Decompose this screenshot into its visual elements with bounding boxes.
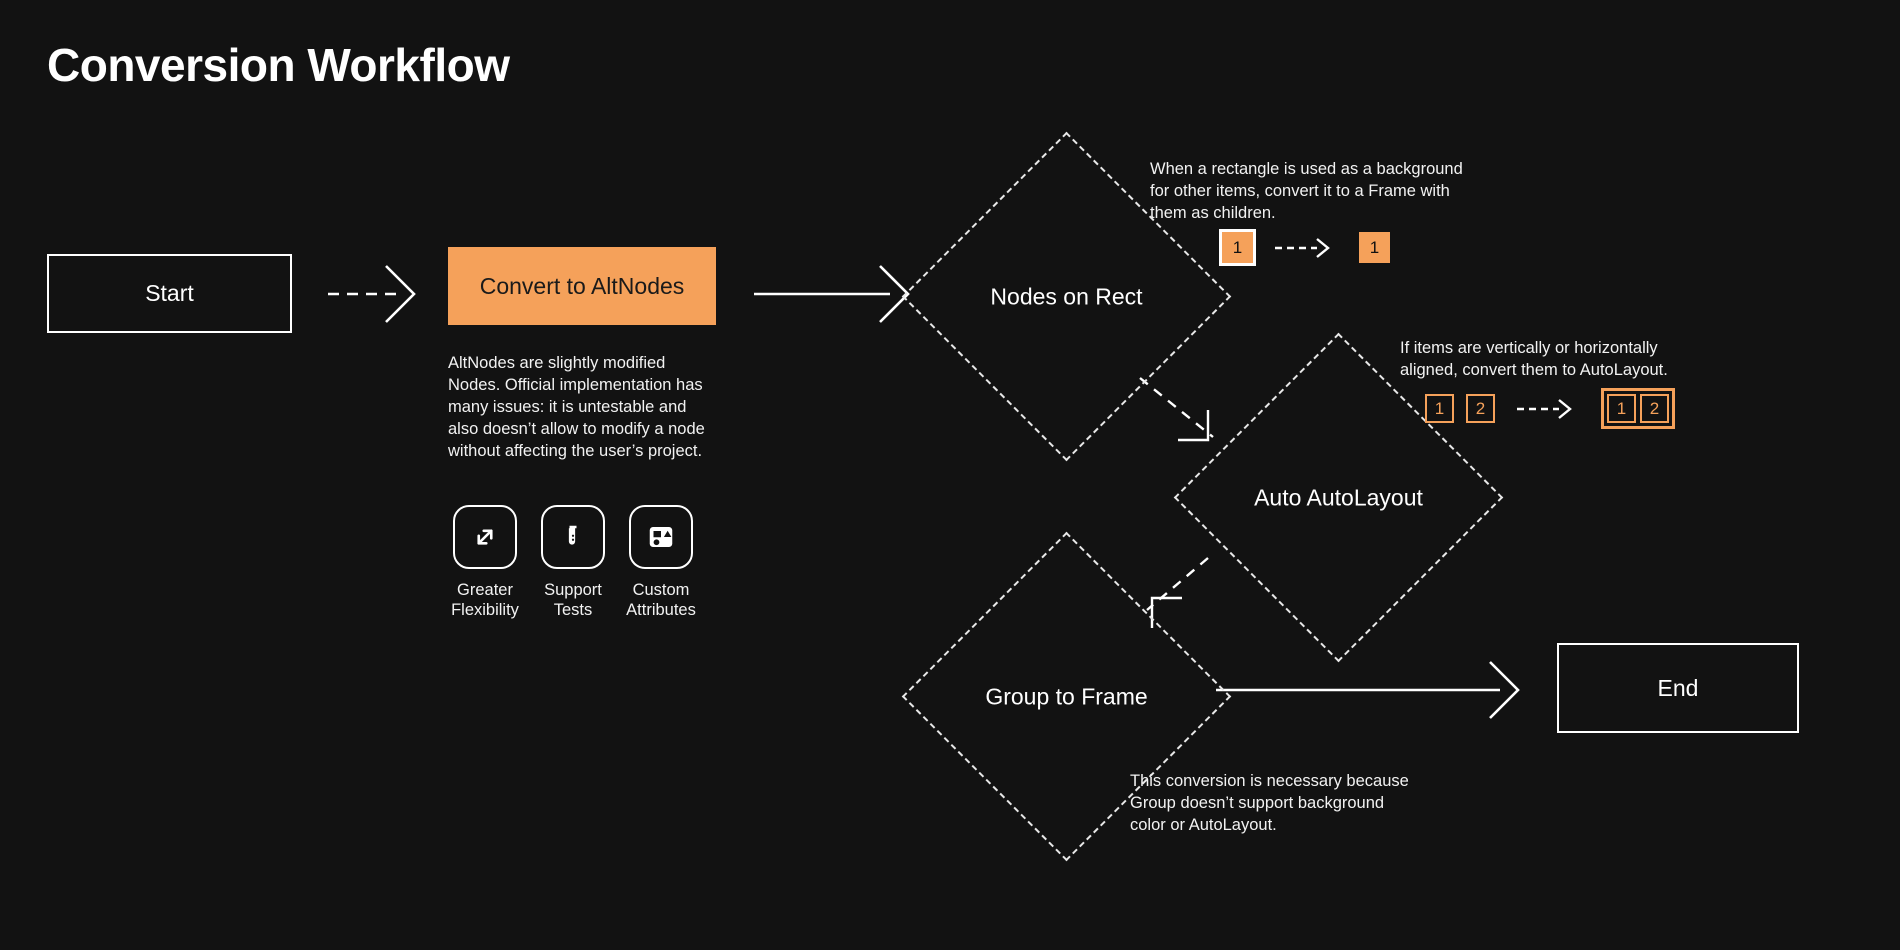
mini-arrow-icon — [1517, 398, 1572, 419]
test-tube-icon — [541, 505, 605, 569]
feature-label: Support Tests — [544, 581, 602, 619]
connector-start-to-convert — [328, 265, 416, 323]
node-auto-autolayout-label: Auto AutoLayout — [1254, 484, 1423, 510]
badge-before-1: 1 — [1425, 394, 1454, 423]
node-convert-label: Convert to AltNodes — [479, 272, 685, 299]
node-end-label: End — [1657, 674, 1699, 701]
connector-grouptoframe-to-end — [1216, 661, 1520, 719]
note-altnodes: AltNodes are slightly modified Nodes. Of… — [448, 354, 705, 460]
feature-label: Custom Attributes — [626, 581, 696, 619]
node-start[interactable]: Start — [47, 254, 292, 333]
feature-label: Greater Flexibility — [451, 581, 519, 619]
node-convert-to-altnodes[interactable]: Convert to AltNodes — [448, 247, 716, 325]
custom-shapes-icon — [629, 505, 693, 569]
badge-after-group: 1 2 — [1601, 388, 1675, 429]
badge-after-1: 1 — [1607, 394, 1636, 423]
feature-custom-attributes[interactable]: Custom Attributes — [626, 505, 696, 620]
badge-illustration-nodes-on-rect: 1 1 — [1219, 229, 1390, 266]
badge-before-2: 2 — [1466, 394, 1495, 423]
node-auto-autolayout[interactable]: Auto AutoLayout — [1173, 332, 1504, 663]
node-nodes-on-rect-label: Nodes on Rect — [990, 283, 1143, 309]
badge-after-1: 1 — [1359, 232, 1390, 263]
badge-before-1: 1 — [1219, 229, 1256, 266]
note-auto-autolayout: If items are vertically or horizontally … — [1400, 339, 1668, 379]
node-start-label: Start — [145, 280, 194, 306]
node-nodes-on-rect[interactable]: Nodes on Rect — [901, 131, 1232, 462]
node-group-to-frame-label: Group to Frame — [985, 683, 1148, 709]
feature-greater-flexibility[interactable]: Greater Flexibility — [451, 505, 519, 620]
badge-after-2: 2 — [1640, 394, 1669, 423]
feature-list: Greater Flexibility Support Tests — [451, 505, 696, 620]
note-nodes-on-rect: When a rectangle is used as a background… — [1150, 160, 1463, 222]
feature-support-tests[interactable]: Support Tests — [540, 505, 606, 620]
mini-arrow-icon — [1275, 237, 1330, 258]
badge-illustration-auto-autolayout: 1 2 1 2 — [1425, 388, 1675, 429]
connector-convert-to-nodesonrect — [754, 265, 910, 323]
node-group-to-frame[interactable]: Group to Frame — [901, 531, 1232, 862]
note-group-to-frame: This conversion is necessary because Gro… — [1130, 772, 1409, 834]
page-title: Conversion Workflow — [47, 39, 510, 91]
expand-arrows-icon — [453, 505, 517, 569]
node-end[interactable]: End — [1557, 643, 1799, 733]
